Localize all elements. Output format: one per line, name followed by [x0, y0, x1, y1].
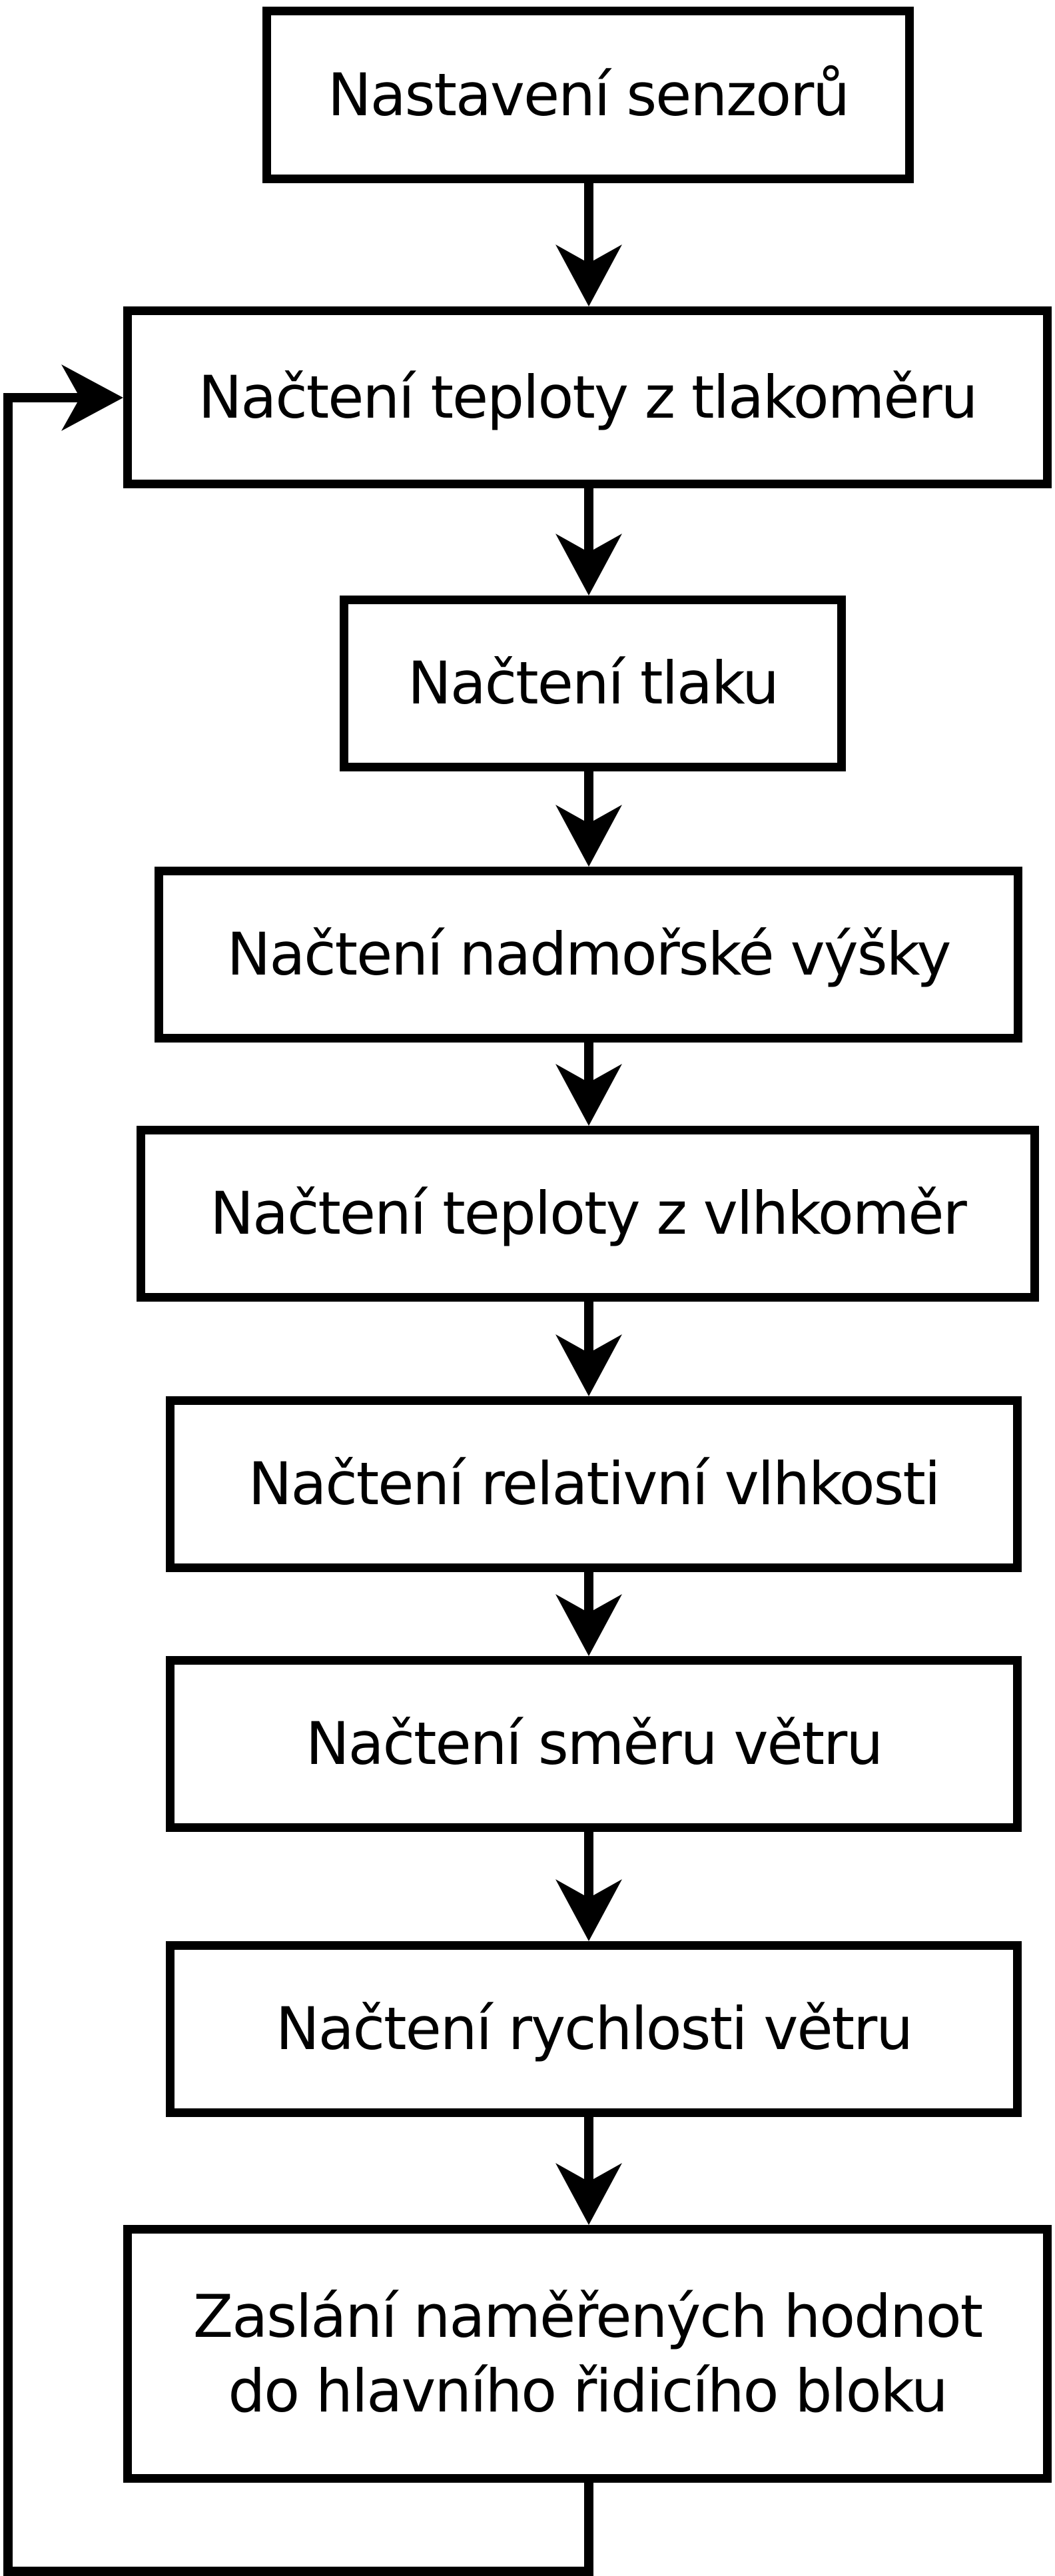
arrowhead-down-n8-n9	[555, 2163, 622, 2225]
node-nacteni-tlaku: Načtení tlaku	[340, 596, 846, 771]
node-label: Načtení nadmořské výšky	[226, 920, 952, 989]
arrowhead-down-n3-n4	[555, 805, 622, 867]
loop-line-bottom	[3, 2567, 593, 2576]
node-label: Zaslání naměřených hodnot do hlavního ři…	[192, 2282, 983, 2425]
node-label: Načtení teploty z vlhkoměr	[210, 1179, 966, 1248]
node-nacteni-rychlosti-vetru: Načtení rychlosti větru	[166, 1941, 1022, 2117]
edge-line-n1-n2	[584, 183, 593, 263]
arrowhead-down-n1-n2	[555, 244, 622, 306]
arrowhead-down-n7-n8	[555, 1879, 622, 1941]
edge-line-n7-n8	[584, 1831, 593, 1898]
node-nastaveni-senzoru: Nastavení senzorů	[262, 7, 914, 183]
node-label: Načtení tlaku	[408, 649, 779, 718]
edge-line-n2-n3	[584, 488, 593, 552]
edge-line-n8-n9	[584, 2116, 593, 2182]
node-zaslani-namerenych-hodnot: Zaslání naměřených hodnot do hlavního ři…	[123, 2225, 1052, 2483]
node-nacteni-teploty-z-vlhkomer: Načtení teploty z vlhkoměr	[137, 1126, 1039, 1302]
loop-line-top-stub	[3, 393, 80, 402]
node-nacteni-nadmorske-vysky: Načtení nadmořské výšky	[155, 867, 1022, 1043]
edge-line-n4-n5	[584, 1043, 593, 1082]
node-label: Načtení relativní vlhkosti	[248, 1450, 941, 1519]
node-label: Načtení rychlosti větru	[275, 1994, 913, 2064]
edge-line-n6-n7	[584, 1572, 593, 1613]
arrowhead-right-n9-n2	[61, 364, 123, 431]
loop-line-left	[3, 393, 13, 2576]
node-nacteni-relativni-vlhkosti: Načtení relativní vlhkosti	[166, 1396, 1022, 1572]
edge-line-n5-n6	[584, 1301, 593, 1353]
node-label: Nastavení senzorů	[327, 60, 850, 129]
node-nacteni-teploty-z-tlakomeru: Načtení teploty z tlakoměru	[123, 306, 1052, 488]
edge-line-n3-n4	[584, 771, 593, 823]
node-nacteni-smeru-vetru: Načtení směru větru	[166, 1656, 1022, 1832]
node-label: Načtení teploty z tlakoměru	[198, 362, 978, 432]
arrowhead-down-n4-n5	[555, 1064, 622, 1126]
arrowhead-down-n2-n3	[555, 534, 622, 596]
loop-line-down	[584, 2483, 593, 2567]
arrowhead-down-n5-n6	[555, 1334, 622, 1396]
node-label: Načtení směru větru	[305, 1709, 883, 1779]
arrowhead-down-n6-n7	[555, 1594, 622, 1656]
